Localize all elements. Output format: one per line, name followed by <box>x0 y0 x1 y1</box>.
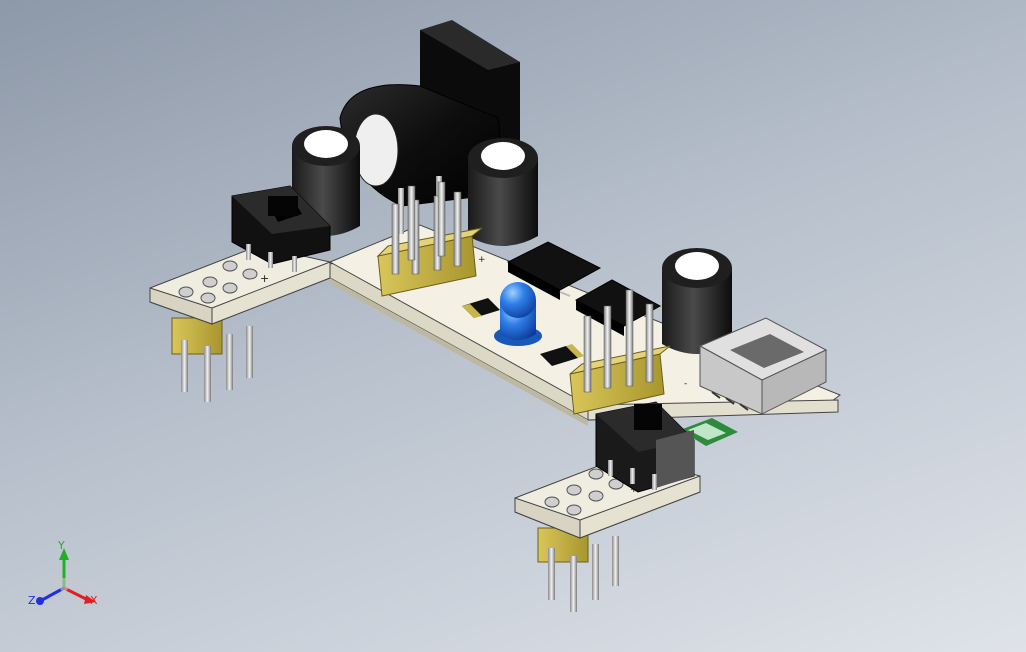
x-axis-arrow <box>84 595 96 604</box>
pcb-label-left-minus: - <box>330 259 333 269</box>
pcb-label-left-plus: + <box>260 272 269 285</box>
smd-resistor-1 <box>462 298 500 318</box>
triad-z-label: Z <box>28 594 36 607</box>
triad-hub <box>52 578 76 594</box>
voltage-regulator-1 <box>506 239 602 300</box>
left-bottom-pins <box>171 317 253 402</box>
slide-switch-left <box>231 185 331 272</box>
left-wing: + <box>149 245 331 402</box>
capacitor-left <box>292 126 360 236</box>
pcb-label-right-plus: + <box>630 485 638 495</box>
smd-fuse <box>680 418 738 446</box>
mini-usb-connector <box>698 317 828 415</box>
pcb-label-right-minus: - <box>684 379 687 389</box>
right-pin-holes <box>544 468 624 516</box>
slide-switch-right <box>595 401 695 493</box>
power-led <box>494 282 542 346</box>
left-pin-holes <box>178 260 258 304</box>
capacitor-middle <box>468 138 538 246</box>
orientation-triad[interactable]: Y X Z <box>22 538 112 618</box>
capacitor-right <box>662 248 732 354</box>
right-bottom-pins <box>537 527 619 612</box>
y-axis-arrow <box>59 548 69 560</box>
z-axis-marker <box>36 597 44 605</box>
x-axis-line <box>63 586 89 602</box>
triad-axes <box>36 548 96 605</box>
triad-x-label: X <box>90 594 98 607</box>
smd-resistor-2 <box>540 344 584 366</box>
z-axis-line <box>41 586 65 602</box>
jumper-header-top <box>376 181 483 297</box>
jumper-header-bottom <box>569 289 671 415</box>
triad-y-label: Y <box>57 539 65 552</box>
pcb-label-center-plus: + <box>478 255 486 265</box>
